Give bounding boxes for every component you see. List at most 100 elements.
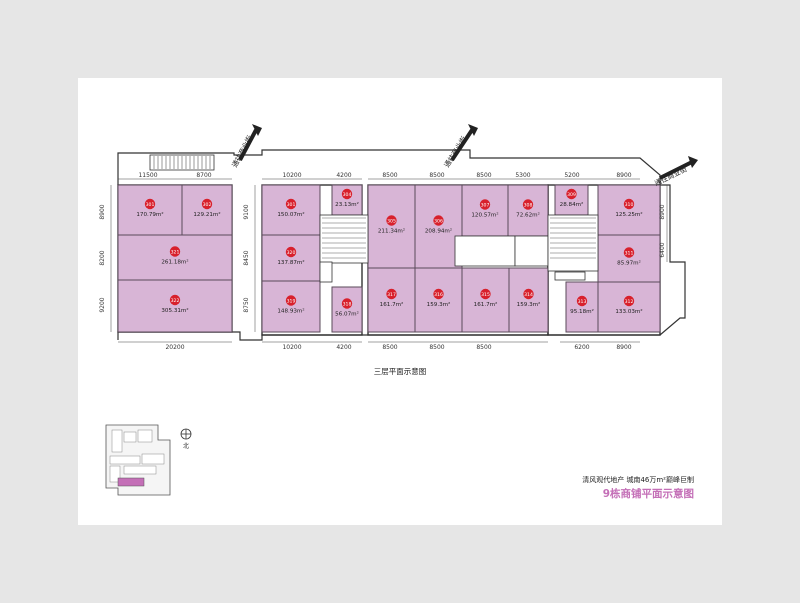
unit-number: 321 [171, 249, 180, 255]
shop-unit-306[interactable]: 306 208.94m² [414, 184, 463, 269]
unit-number: 313 [578, 299, 587, 305]
unit-area: 120.57m² [471, 212, 498, 219]
dim-d-right-2: 6400 [659, 242, 666, 257]
unit-number: 312 [625, 299, 634, 305]
unit-area: 137.87m² [277, 259, 304, 266]
unit-number: 311 [625, 250, 634, 256]
unit-area: 23.13m² [335, 201, 359, 208]
unit-area: 85.97m² [617, 260, 641, 267]
dim-c-bottom-2: 8500 [429, 344, 444, 351]
unit-number: 310 [625, 202, 634, 208]
unit-badge [285, 295, 297, 306]
unit-number: 317 [387, 292, 396, 298]
dim-a-left-3: 9200 [99, 297, 106, 312]
unit-badge [480, 288, 491, 300]
unit-badge [201, 198, 213, 210]
direction-label-3: 通往商业街 [653, 164, 688, 187]
dim-c-bottom-1: 8500 [382, 344, 397, 351]
unit-badge [523, 288, 534, 300]
direction-label-1: 通往商业街 [230, 134, 254, 169]
unit-badge [623, 295, 635, 307]
shop-units: 301 170.79m² 302129.21m²321261.18m²322305.… [117, 184, 661, 333]
unit-area: 161.7m² [474, 301, 498, 308]
shop-unit-313[interactable]: 313 95.18m² [565, 281, 599, 333]
dim-a-left-1: 8900 [99, 204, 106, 219]
unit-badge [522, 199, 534, 210]
unit-badge [341, 298, 353, 309]
unit-area: 28.84m² [560, 201, 584, 208]
dim-c-top-2: 8500 [429, 172, 444, 179]
unit-badge [386, 288, 397, 300]
dim-a-left-2: 8200 [99, 250, 106, 265]
plan-caption: 三层平面示意图 [374, 366, 427, 376]
site-key-plan: 北 [105, 424, 192, 496]
shop-unit-311[interactable]: 311 85.97m² [597, 234, 661, 283]
dim-b-top-1: 10200 [282, 172, 301, 179]
unit-badge [433, 288, 444, 300]
unit-area: 148.93m² [277, 308, 304, 315]
dimension-labels: 11500 8700 20200 10200 4200 10200 4200 8… [99, 172, 666, 351]
unit-area: 161.7m² [380, 301, 404, 308]
unit-area: 159.3m² [517, 301, 541, 308]
dim-c-top-4: 5300 [515, 172, 530, 179]
unit-badge [169, 246, 181, 257]
dim-d-bottom-2: 8900 [616, 344, 631, 351]
unit-badge [479, 199, 491, 210]
unit-area: 125.25m² [615, 211, 642, 218]
stair-hatching [322, 217, 596, 259]
unit-area: 208.94m² [425, 228, 452, 235]
direction-labels: 通往商业街 通往商业街 通往商业街 [230, 134, 689, 188]
unit-area: 133.03m² [615, 308, 642, 315]
shop-unit-304[interactable]: 304 23.13m² [331, 184, 363, 216]
unit-area: 170.79m² [136, 211, 163, 218]
unit-number: 315 [481, 292, 490, 298]
dim-d-top-1: 5200 [564, 172, 579, 179]
unit-number: 301 [146, 202, 155, 208]
key-plan-highlight [117, 477, 145, 487]
dim-b-top-2: 4200 [336, 172, 351, 179]
unit-number: 318 [343, 301, 352, 307]
unit-area: 56.07m² [335, 311, 359, 318]
unit-number: 316 [434, 292, 443, 298]
unit-area: 129.21m² [193, 211, 220, 218]
direction-label-2: 通往商业街 [442, 135, 468, 169]
shop-unit-315[interactable]: 315 161.7m² [461, 267, 510, 333]
shop-unit-317[interactable]: 317 161.7m² [367, 267, 416, 333]
unit-badge [433, 215, 444, 226]
dim-d-top-2: 8900 [616, 172, 631, 179]
unit-number: 308 [524, 202, 533, 208]
unit-number: 304 [343, 192, 352, 198]
unit-number: 306 [434, 218, 443, 224]
unit-badge [341, 188, 353, 200]
dim-b-left-1: 9100 [243, 204, 250, 219]
shop-unit-301[interactable]: 301 170.79m² [117, 184, 183, 236]
unit-area: 95.18m² [570, 308, 594, 315]
unit-badge [576, 295, 588, 307]
dim-b-bottom-1: 10200 [282, 344, 301, 351]
dim-a-bottom: 20200 [165, 344, 184, 351]
dim-d-bottom-1: 6200 [574, 344, 589, 351]
dim-c-bottom-3: 8500 [476, 344, 491, 351]
shop-unit-318[interactable]: 318 56.07m² [331, 286, 363, 333]
unit-number: 322 [171, 298, 180, 304]
shop-unit-310[interactable]: 310 125.25m² [597, 184, 661, 236]
unit-badge [386, 215, 397, 226]
sheet-title: 9栋商铺平面示意图 [603, 487, 694, 500]
brand-line: 清风观代地产 城南46万m²巅峰巨制 [582, 475, 694, 484]
escalator [149, 154, 215, 171]
shop-unit-312[interactable]: 312 133.03m² [597, 281, 661, 333]
dim-b-bottom-2: 4200 [336, 344, 351, 351]
